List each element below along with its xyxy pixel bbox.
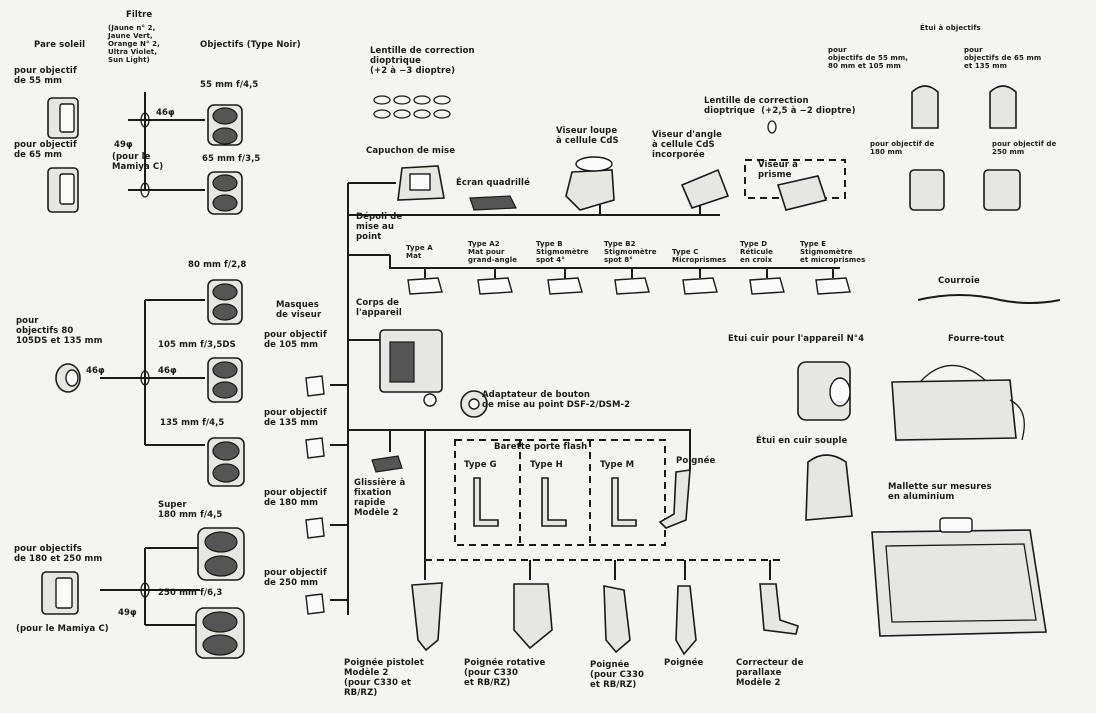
diameter-46-top: 46φ (156, 108, 175, 118)
camera-body-illustration (380, 330, 442, 406)
holdall-bag-illustration (892, 365, 1024, 440)
masks-title: Masques de viseur (276, 300, 321, 320)
soft-case-illustration (806, 455, 852, 520)
diameter-46-mid: 46φ (86, 366, 105, 376)
flash-type-g: Type G (464, 460, 497, 470)
diameter-49-bottom: 49φ (118, 608, 137, 618)
screen-type-b: Type B Stigmomètre spot 4° (536, 240, 589, 264)
angle-finder-label: Viseur d'angle à cellule CdS incorporée (652, 130, 722, 160)
case-65-label: pour objectifs de 65 mm et 135 mm (964, 46, 1041, 70)
lens-250-label: 250 mm f/6,3 (158, 588, 222, 598)
lens-180-label: Super 180 mm f/4,5 (158, 500, 222, 520)
aluminium-case-label: Mallette sur mesures en aluminium (888, 482, 992, 502)
dioptric-lens-top-label: Lentille de correction dioptrique (+2 à … (370, 46, 475, 76)
strap-illustration (918, 295, 1060, 303)
twin-lens-65-illustration (208, 172, 242, 214)
twin-lens-180-illustration (198, 528, 244, 580)
dioptric-lens-right (768, 121, 776, 133)
hood-180-label: pour objectifs de 180 et 250 mm (14, 544, 102, 564)
quick-shoe-illustration (372, 456, 402, 472)
twin-lens-105-illustration (208, 358, 242, 402)
screen-type-a: Type A Mat (406, 244, 433, 260)
aluminium-case-illustration (872, 518, 1046, 636)
screen-type-a2: Type A2 Mat pour grand-angle (468, 240, 517, 264)
cds-loupe-finder-illustration (566, 157, 614, 210)
adapter-label: Adaptateur de bouton de mise au point DS… (482, 390, 630, 410)
prism-finder-illustration (778, 176, 826, 210)
leather-case-label: Etui cuir pour l'appareil N°4 (728, 334, 864, 344)
flash-brackets (474, 470, 690, 528)
grip-bottom-label: Poignée (664, 658, 703, 668)
diameter-49-top: 49φ (114, 140, 133, 150)
screen-type-d: Type D Réticule en croix (740, 240, 773, 264)
case-55-label: pour objectifs de 55 mm, 80 mm et 105 mm (828, 46, 908, 70)
hood-55-label: pour objectif de 55 mm (14, 66, 77, 86)
focusing-hood-illustration (398, 166, 444, 200)
mask-105-label: pour objectif de 105 mm (264, 330, 327, 350)
lens-hood-180-illustration (42, 572, 78, 614)
lens-hood-title: Pare soleil (34, 40, 85, 50)
mamiya-c-bottom: (pour le Mamiya C) (16, 624, 109, 634)
lenses-title: Objectifs (Type Noir) (200, 40, 301, 50)
hood-65-label: pour objectif de 65 mm (14, 140, 77, 160)
lens-65-label: 65 mm f/3,5 (202, 154, 260, 164)
screen-type-c: Type C Microprismes (672, 248, 726, 264)
twin-lens-250-illustration (196, 608, 244, 658)
twin-lens-135-illustration (208, 438, 244, 486)
grip-c330-label: Poignée (pour C330 et RB/RZ) (590, 660, 644, 690)
holdall-label: Fourre-tout (948, 334, 1004, 344)
dioptric-lens-right-label: Lentille de correction dioptrique (+2,5 … (704, 96, 856, 116)
mask-250-label: pour objectif de 250 mm (264, 568, 327, 588)
grid-screen-label: Écran quadrillé (456, 178, 530, 188)
focusing-screens (408, 278, 850, 294)
lens-135-label: 135 mm f/4,5 (160, 418, 224, 428)
focusing-screen-label: Dépoli de mise au point (356, 212, 402, 242)
lens-hood-65-illustration (48, 168, 78, 212)
hood-80-label: pour objectifs 80 105DS et 135 mm (16, 316, 103, 346)
twin-lens-80-illustration (208, 280, 242, 324)
diameter-46-mid2: 46φ (158, 366, 177, 376)
rotary-grip-label: Poignée rotative (pour C330 et RB/RZ) (464, 658, 545, 688)
lens-hood-80-illustration (56, 364, 80, 392)
grid-screen-illustration (470, 196, 516, 210)
screen-type-b2: Type B2 Stigmomètre spot 8° (604, 240, 657, 264)
case-250-label: pour objectif de 250 mm (992, 140, 1056, 156)
filter-list: (Jaune n° 2, Jaune Vert, Orange N° 2, Ul… (108, 24, 160, 64)
filter-title: Filtre (126, 10, 152, 20)
lens-55-label: 55 mm f/4,5 (200, 80, 258, 90)
flash-type-m: Type M (600, 460, 634, 470)
mamiya-c-top: (pour le Mamiya C) (112, 152, 163, 172)
lens-cases-title: Étui à objectifs (920, 24, 981, 32)
grip-top-label: Poignée (676, 456, 715, 466)
mask-135-label: pour objectif de 135 mm (264, 408, 327, 428)
lens-80-label: 80 mm f/2,8 (188, 260, 246, 270)
parallax-corrector-label: Correcteur de parallaxe Modèle 2 (736, 658, 803, 688)
case-180-label: pour objectif de 180 mm (870, 140, 934, 156)
lens-105-label: 105 mm f/3,5DS (158, 340, 236, 350)
screen-type-e: Type E Stigmomètre et microprismes (800, 240, 865, 264)
focusing-hood-label: Capuchon de mise (366, 146, 455, 156)
bottom-grips (412, 583, 798, 654)
pistol-grip-label: Poignée pistolet Modèle 2 (pour C330 et … (344, 658, 424, 698)
camera-body-label: Corps de l'appareil (356, 298, 402, 318)
mask-180-label: pour objectif de 180 mm (264, 488, 327, 508)
cds-angle-finder-illustration (682, 170, 728, 208)
dioptric-lens-set (374, 96, 450, 118)
quick-shoe-label: Glissière à fixation rapide Modèle 2 (354, 478, 405, 518)
flash-type-h: Type H (530, 460, 563, 470)
strap-label: Courroie (938, 276, 980, 286)
lens-hood-55-illustration (48, 98, 78, 138)
prism-finder-label: Viseur à prisme (758, 160, 798, 180)
flash-bar-title: Barette porte flash (494, 442, 587, 452)
loupe-finder-label: Viseur loupe à cellule CdS (556, 126, 619, 146)
twin-lens-55-illustration (208, 105, 242, 145)
soft-case-label: Étui en cuir souple (756, 436, 847, 446)
leather-case-illustration (798, 362, 850, 420)
